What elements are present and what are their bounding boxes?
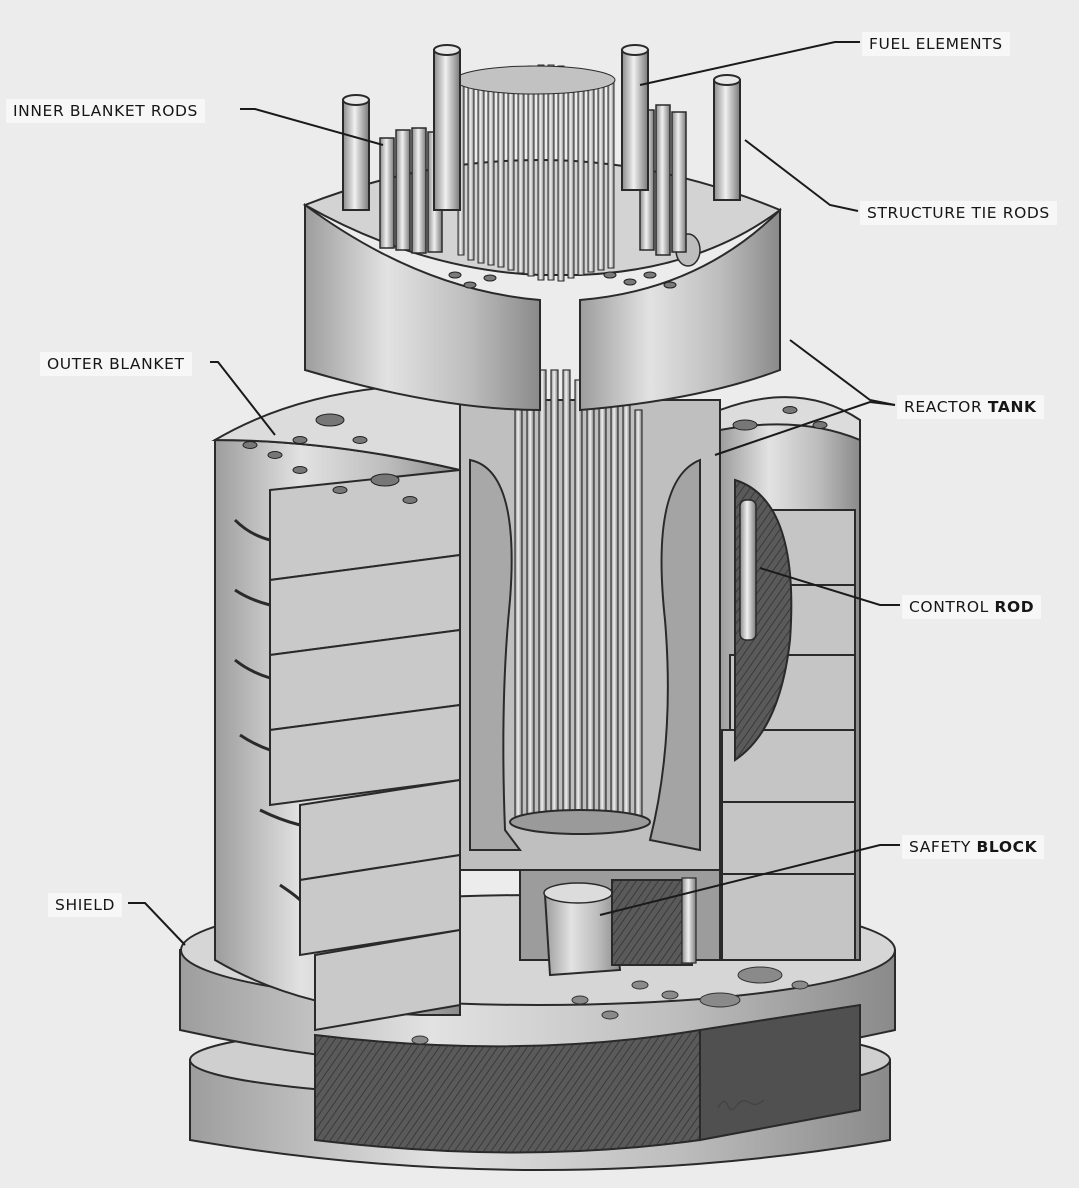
leader-structure-tie-rods	[744, 139, 859, 212]
leader-reactor-tank-2	[714, 400, 896, 456]
leader-outer-blanket	[210, 361, 276, 436]
label-fuel-elements: FUEL ELEMENTS	[862, 32, 1010, 56]
label-safety-block: SAFETY BLOCK	[902, 835, 1045, 859]
fuel-elements-top	[454, 64, 616, 282]
label-inner-blanket-rods-text: INNER BLANKET RODS	[13, 102, 198, 120]
leader-safety-block	[599, 844, 900, 916]
label-safety-block-text-a: SAFETY	[909, 838, 971, 856]
label-outer-blanket: OUTER BLANKET	[40, 352, 192, 376]
leader-control-rod	[759, 567, 900, 606]
label-structure-tie-rods: STRUCTURE TIE RODS	[860, 201, 1057, 225]
label-shield-text: SHIELD	[55, 896, 116, 914]
reactor-tank	[459, 369, 793, 977]
structure-tie-rods	[342, 44, 741, 211]
leader-fuel-elements	[639, 41, 860, 86]
label-control-rod-text-a: CONTROL	[909, 598, 989, 616]
leader-reactor-tank-1	[789, 339, 896, 406]
outer-blanket-body	[211, 383, 861, 1032]
label-reactor-tank-text-a: REACTOR	[904, 398, 983, 416]
label-shield: SHIELD	[48, 893, 123, 917]
leader-lines	[128, 41, 900, 946]
leader-inner-blanket-rods	[240, 108, 384, 146]
label-reactor-tank: REACTOR TANK	[897, 395, 1044, 419]
label-fuel-elements-text: FUEL ELEMENTS	[869, 35, 1003, 53]
label-control-rod: CONTROL ROD	[902, 595, 1042, 619]
label-safety-block-text-b: BLOCK	[976, 838, 1038, 856]
label-inner-blanket-rods: INNER BLANKET RODS	[6, 99, 205, 123]
artist-signature	[717, 1099, 765, 1111]
leader-shield	[128, 902, 186, 946]
label-outer-blanket-text: OUTER BLANKET	[47, 355, 185, 373]
label-control-rod-text-b: ROD	[994, 598, 1035, 616]
label-reactor-tank-text-b: TANK	[987, 398, 1037, 416]
label-structure-tie-rods-text: STRUCTURE TIE RODS	[867, 204, 1050, 222]
